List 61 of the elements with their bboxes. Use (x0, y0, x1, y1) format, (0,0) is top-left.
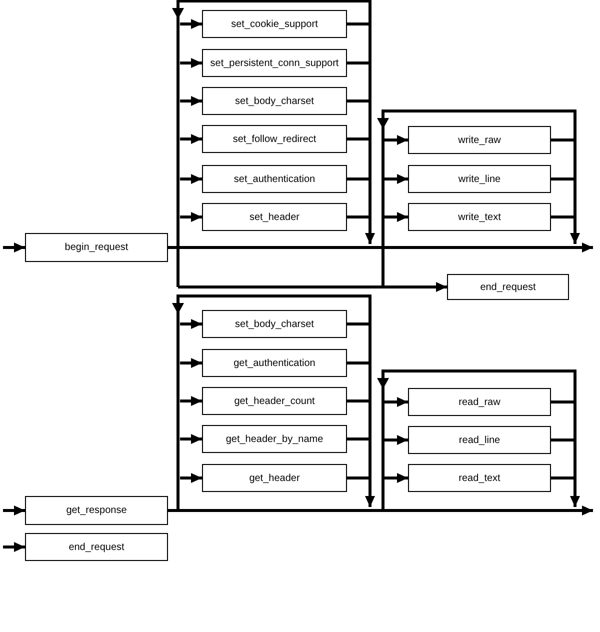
arrow (168, 506, 593, 516)
process-box: get_header_by_name (202, 425, 347, 453)
connector-line (347, 362, 371, 364)
connector-line (347, 216, 371, 218)
process-box: begin_request (25, 233, 168, 262)
arrow (180, 134, 202, 144)
process-box: set_body_charset (202, 87, 347, 115)
arrow (168, 242, 593, 252)
connector-line (347, 476, 371, 480)
arrow (383, 435, 408, 445)
process-box: get_header (202, 464, 347, 492)
connector-line (347, 322, 371, 326)
connector-line (551, 476, 575, 480)
process-box: set_header (202, 203, 347, 231)
connector-line (551, 400, 575, 404)
connector-line (347, 22, 371, 26)
arrow (3, 506, 25, 516)
connector-line (551, 138, 575, 142)
connector-line (551, 216, 575, 218)
connector-line (347, 138, 371, 140)
arrow (180, 58, 202, 68)
arrow (180, 174, 202, 184)
arrow (383, 212, 408, 222)
arrow (180, 96, 202, 106)
arrow (180, 434, 202, 444)
connector-line (347, 62, 371, 64)
arrow (383, 135, 408, 145)
arrow (180, 473, 202, 483)
arrow (180, 212, 202, 222)
arrow (180, 396, 202, 406)
process-box: write_raw (408, 126, 551, 154)
connector-line (347, 400, 371, 402)
arrow (3, 242, 25, 252)
arrow (180, 19, 202, 29)
connector-line (347, 438, 371, 440)
process-box: write_line (408, 165, 551, 193)
arrow (180, 319, 202, 329)
process-box: get_header_count (202, 387, 347, 415)
arrow (178, 282, 447, 292)
connector-line (347, 178, 371, 180)
process-box: read_raw (408, 388, 551, 416)
process-box: end_request (25, 533, 168, 561)
connector-line (347, 100, 371, 102)
process-box: set_cookie_support (202, 10, 347, 38)
process-box: get_authentication (202, 349, 347, 377)
process-box: read_text (408, 464, 551, 492)
arrow (383, 473, 408, 483)
arrow (180, 358, 202, 368)
process-box: set_authentication (202, 165, 347, 193)
process-box: write_text (408, 203, 551, 231)
process-box: end_request (447, 274, 569, 300)
arrow (3, 542, 25, 552)
connector-line (551, 178, 575, 180)
connector-line (551, 438, 575, 442)
process-box: read_line (408, 426, 551, 454)
process-box: set_follow_redirect (202, 125, 347, 153)
process-box: set_persistent_conn_support (202, 49, 347, 77)
process-box: set_body_charset (202, 310, 347, 338)
process-box: get_response (25, 496, 168, 525)
arrow (383, 174, 408, 184)
arrow (383, 397, 408, 407)
